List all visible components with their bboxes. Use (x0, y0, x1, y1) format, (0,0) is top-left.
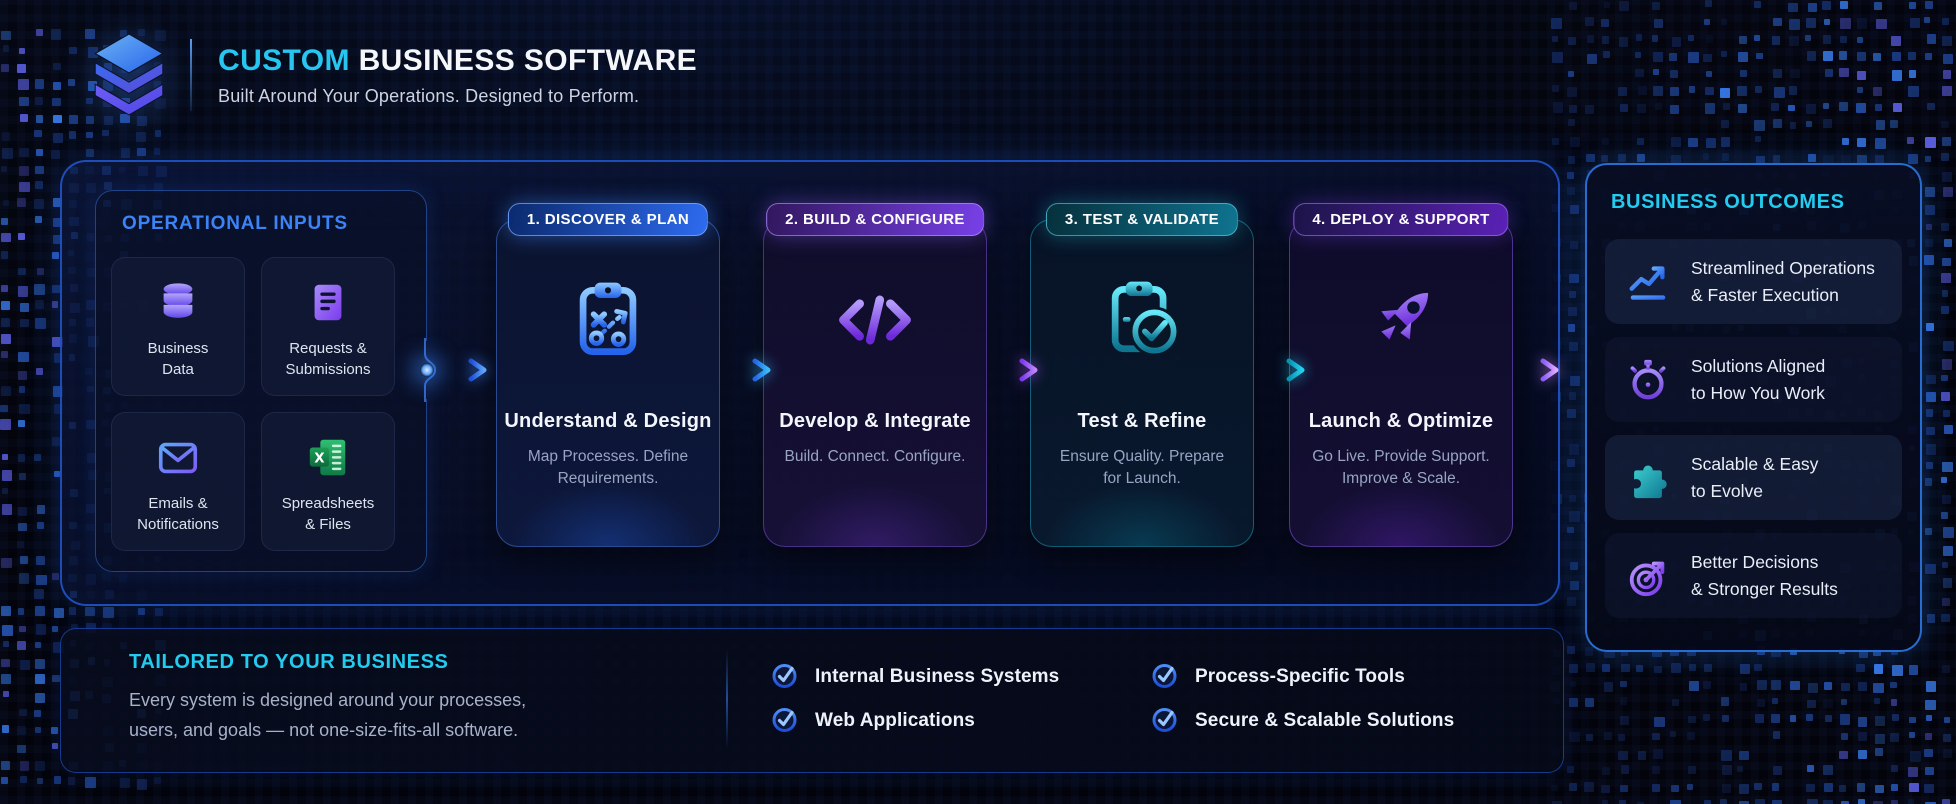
check-item-secure-scalable-solutions: Secure & Scalable Solutions (1151, 705, 1454, 738)
outcome-label: Better Decisions& Stronger Results (1691, 551, 1838, 599)
step-title: Understand & Design (504, 410, 712, 432)
puzzle-piece-icon (1625, 455, 1671, 501)
flow-arrow-step4-to-outcomes (1502, 358, 1559, 382)
business-outcomes-list: Streamlined Operations& Faster Execution… (1605, 239, 1902, 618)
check-circle-icon (1151, 705, 1179, 738)
header: CUSTOM BUSINESS SOFTWARE Built Around Yo… (92, 32, 697, 118)
step-description: Build. Connect. Configure. (784, 448, 966, 465)
business-outcomes-panel: BUSINESS OUTCOMES Streamlined Operations… (1585, 163, 1922, 652)
layers-stack-logo-icon (92, 32, 166, 118)
step-card-build-configure: 2. BUILD & CONFIGURE Develop & Integrate… (763, 203, 987, 547)
tailored-panel: TAILORED TO YOUR BUSINESS Every system i… (60, 628, 1564, 773)
check-item-web-applications: Web Applications (771, 705, 1139, 738)
step-badge: 1. DISCOVER & PLAN (507, 203, 709, 236)
input-card-emails-notifications: Emails &Notifications (111, 412, 245, 551)
step-title: Test & Refine (1077, 410, 1207, 432)
tailored-heading: TAILORED TO YOUR BUSINESS (129, 651, 449, 673)
step-badge: 2. BUILD & CONFIGURE (766, 203, 984, 236)
check-label: Secure & Scalable Solutions (1195, 710, 1455, 731)
strategy-clipboard-icon (497, 274, 719, 366)
solution-checklist: Internal Business Systems Process-Specif… (771, 655, 1454, 743)
step-description: Ensure Quality. Prepare for Launch. (1059, 448, 1225, 487)
flow-arrow-step2-to-step3 (981, 358, 1038, 382)
input-card-label: Emails &Notifications (137, 495, 219, 533)
step-badge: 4. DEPLOY & SUPPORT (1293, 203, 1509, 236)
page-title-accent: CUSTOM (218, 43, 350, 77)
spreadsheet-excel-icon: X (305, 435, 351, 481)
stopwatch-icon (1625, 357, 1671, 403)
step-card-deploy-support: 4. DEPLOY & SUPPORT Launch & Optimize Go… (1289, 203, 1513, 547)
input-card-requests-submissions: Requests &Submissions (261, 257, 395, 396)
step-card-discover-plan: 1. DISCOVER & PLAN Understand & Design M… (496, 203, 720, 547)
check-label: Internal Business Systems (815, 666, 1060, 687)
check-label: Web Applications (815, 710, 975, 731)
flow-arrow-step1-to-step2 (714, 358, 771, 382)
outcome-label: Streamlined Operations& Faster Execution (1691, 257, 1875, 305)
input-card-spreadsheets-files: X Spreadsheets& Files (261, 412, 395, 551)
flow-arrow-step3-to-step4 (1248, 358, 1305, 382)
outcome-streamlined-operations: Streamlined Operations& Faster Execution (1605, 239, 1902, 324)
flow-arrow-inputs-to-step1 (430, 358, 487, 382)
tailored-body: Every system is designed around your pro… (129, 690, 527, 740)
check-circle-icon (771, 661, 799, 694)
check-label: Process-Specific Tools (1195, 666, 1405, 687)
form-document-icon (305, 280, 351, 326)
step-description: Map Processes. Define Requirements. (527, 448, 689, 487)
step-description: Go Live. Provide Support. Improve & Scal… (1312, 448, 1490, 487)
rocket-icon (1290, 274, 1512, 366)
outcome-better-decisions: Better Decisions& Stronger Results (1605, 533, 1902, 618)
header-divider (190, 39, 192, 111)
database-icon (155, 280, 201, 326)
svg-text:X: X (314, 451, 325, 466)
trending-up-icon (1625, 259, 1671, 305)
business-outcomes-heading: BUSINESS OUTCOMES (1611, 191, 1845, 213)
check-item-internal-business-systems: Internal Business Systems (771, 661, 1139, 694)
operational-inputs-heading: OPERATIONAL INPUTS (122, 213, 348, 234)
vertical-divider (726, 649, 728, 749)
input-card-label: Spreadsheets& Files (281, 495, 375, 533)
check-circle-icon (1151, 661, 1179, 694)
step-title: Develop & Integrate (779, 410, 971, 432)
clipboard-check-icon (1031, 274, 1253, 366)
step-card-test-validate: 3. TEST & VALIDATE Test & Refine Ensure … (1030, 203, 1254, 547)
connector-glow-dot (420, 363, 434, 377)
page-subtitle: Built Around Your Operations. Designed t… (218, 85, 640, 106)
target-arrow-icon (1625, 553, 1671, 599)
check-item-process-specific-tools: Process-Specific Tools (1151, 661, 1454, 694)
page-title-rest: BUSINESS SOFTWARE (349, 43, 698, 77)
code-brackets-icon (764, 274, 986, 366)
input-card-label: Requests &Submissions (285, 340, 371, 378)
page-title: CUSTOM BUSINESS SOFTWARE (218, 44, 697, 77)
step-badge: 3. TEST & VALIDATE (1045, 203, 1239, 236)
envelope-icon (155, 435, 201, 481)
check-circle-icon (771, 705, 799, 738)
step-title: Launch & Optimize (1308, 410, 1494, 432)
